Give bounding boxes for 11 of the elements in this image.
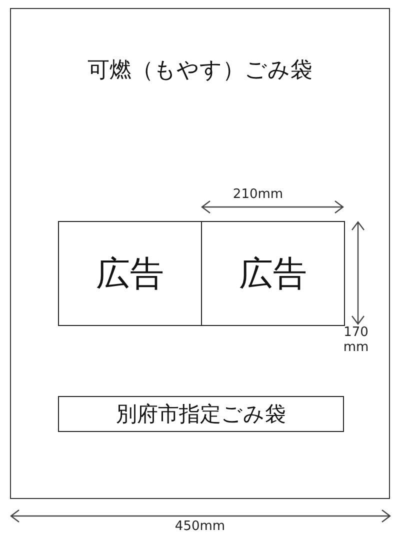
- label-box: [58, 396, 344, 432]
- ad-space-box: [201, 221, 345, 326]
- bag-outline: [10, 8, 390, 499]
- node-text: 広告: [96, 252, 164, 296]
- node-text: 広告: [239, 252, 307, 296]
- dimension-label: 210mm: [232, 188, 284, 203]
- ad-space-box: [58, 221, 202, 326]
- dimension-label: 450mm: [174, 520, 226, 535]
- node-text: 別府市指定ごみ袋: [116, 401, 286, 428]
- dimension-label: 170 mm: [342, 326, 370, 356]
- node-text: 可燃（もやす）ごみ袋: [88, 58, 312, 83]
